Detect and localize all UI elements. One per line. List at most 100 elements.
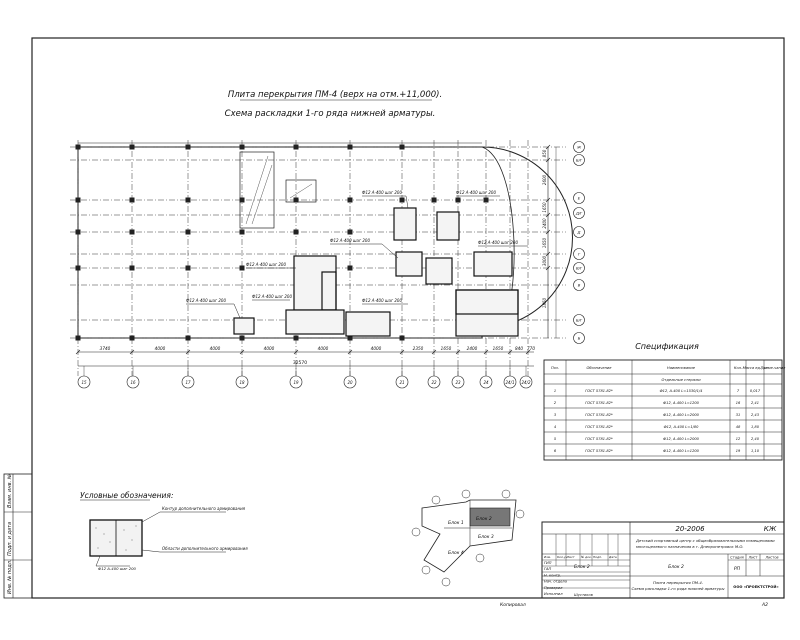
dimension-value: 4000 [210, 346, 221, 351]
spec-header: Кол. [734, 366, 742, 370]
dimension-tick [545, 229, 551, 235]
axis-bubble [519, 375, 533, 389]
dimension-value: 2350 [413, 346, 424, 351]
axis-bubble [573, 192, 585, 204]
dimension-value: 4000 [318, 346, 329, 351]
dimension-tick [545, 197, 551, 203]
legend-title: Условные обозначения: [80, 491, 173, 500]
axis-label: 24 [483, 380, 489, 385]
key-plan-block-4: Блок 4 [448, 550, 464, 556]
spec-cell: 5 [554, 437, 557, 441]
rebar-label-3: Ф12 А-400 шаг 200 [330, 238, 370, 243]
column [129, 229, 135, 235]
column [75, 144, 81, 150]
dimension-tick [347, 349, 353, 355]
column [347, 335, 353, 341]
column [239, 265, 245, 271]
spec-cell: 2 [554, 401, 557, 405]
rebar-label-4: Ф12 А-400 шаг 200 [246, 262, 286, 267]
dimension-value: 4000 [264, 346, 275, 351]
axis-bubble [573, 141, 585, 153]
stamp-col-head: Подп. [593, 555, 602, 559]
axis-label: Б/Г [576, 318, 583, 323]
spec-cell: ГОСТ 5781-82* [585, 401, 613, 405]
side-stamp-label-2: Подп. и дата [7, 522, 13, 556]
column [129, 265, 135, 271]
dimension-total: 32570 [293, 360, 307, 366]
spec-cell: 12 [736, 437, 741, 441]
spec-cell: Ф12, А-400 L=1200 [663, 449, 700, 453]
stamp-col-head: Лист [566, 555, 575, 559]
key-plan-block-3: Блок 3 [478, 534, 494, 540]
axis-label: 24/1 [506, 380, 515, 385]
column [431, 197, 437, 203]
axis-bubble [235, 375, 249, 389]
drawing-title-line2: Схема раскладки 1-го ряда нижней арматур… [225, 109, 436, 119]
axis-label: Г [578, 252, 581, 257]
key-plan-block-2: Блок 2 [476, 516, 492, 522]
spec-cell: 2,43 [751, 413, 760, 417]
dimension-value: 4000 [155, 346, 166, 351]
dimension-value: 3740 [100, 346, 111, 351]
dimension-tick [431, 349, 437, 355]
spec-cell: Ф12, А-400 L=2000 [663, 413, 700, 417]
spec-header: Обозначение [587, 366, 613, 370]
title-block: 20-2006 КЖ Детский спортивный центр с об… [541, 521, 785, 599]
axis-bubble [573, 226, 585, 238]
spec-header: Приме-чание [761, 366, 787, 370]
rebar-callouts [186, 195, 528, 319]
dimension-tick [525, 349, 531, 355]
spec-header: Масса ед., кг [743, 366, 768, 370]
rebar-label-5: Ф12 А-400 шаг 200 [478, 240, 518, 245]
axis-label: Д [577, 230, 581, 235]
dimension-tick [483, 349, 489, 355]
dimension-tick [545, 251, 551, 257]
stamp-sheets-header: Листов [764, 556, 778, 560]
column [129, 144, 135, 150]
dimension-value: 840 [515, 346, 523, 351]
spec-cell: 6 [554, 449, 557, 453]
dimension-value: 1650 [493, 346, 504, 351]
column [455, 197, 461, 203]
column [399, 335, 405, 341]
spec-cell: 1,80 [751, 425, 760, 429]
spec-cell: 7 [737, 389, 740, 393]
stamp-stage-header: Стадия [730, 556, 743, 560]
key-plan-label: Блок 2 [574, 564, 590, 570]
dimension-value: 770 [527, 346, 535, 351]
axis-label: 17 [185, 380, 191, 385]
spec-cell: Ф12, А-400 L=1530/1/4 [660, 389, 704, 393]
column [239, 144, 245, 150]
sheet-frame [31, 37, 785, 599]
dimension-tick [545, 265, 551, 271]
stamp-role: ГАП [544, 567, 551, 571]
axis-bubble [573, 262, 585, 274]
spec-cell: 31 [736, 413, 741, 417]
axis-bubble [289, 375, 303, 389]
spec-cell: 1,10 [751, 449, 760, 453]
key-plan: Блок 1 Блок 2 Блок 3 Блок 4 Блок 2 [411, 489, 590, 587]
footer-format: А2 [761, 602, 768, 608]
rebar-label-2: Ф12 А-400 шаг 200 [456, 190, 496, 195]
spec-cell: ГОСТ 5781-82* [585, 389, 613, 393]
dimension-value: 2400 [467, 346, 478, 351]
axis-label: В/Г [576, 266, 583, 271]
spec-cell: 4 [554, 425, 557, 429]
column [347, 265, 353, 271]
dimension-value: 1650 [542, 202, 547, 213]
axis-bubble [573, 248, 585, 260]
column [239, 197, 245, 203]
axis-label: Е [578, 196, 581, 201]
column [185, 229, 191, 235]
column [185, 197, 191, 203]
column [293, 197, 299, 203]
side-stamp-label-3: Взам. инв. № [7, 474, 13, 508]
floor-plan: Ф12 А-400 шаг 200 Ф12 А-400 шаг 200 Ф12 … [70, 140, 585, 389]
axis-bubble [573, 207, 585, 219]
dimension-tick [455, 349, 461, 355]
spec-cell: ГОСТ 5781-82* [585, 413, 613, 417]
axis-bubble [573, 314, 585, 326]
